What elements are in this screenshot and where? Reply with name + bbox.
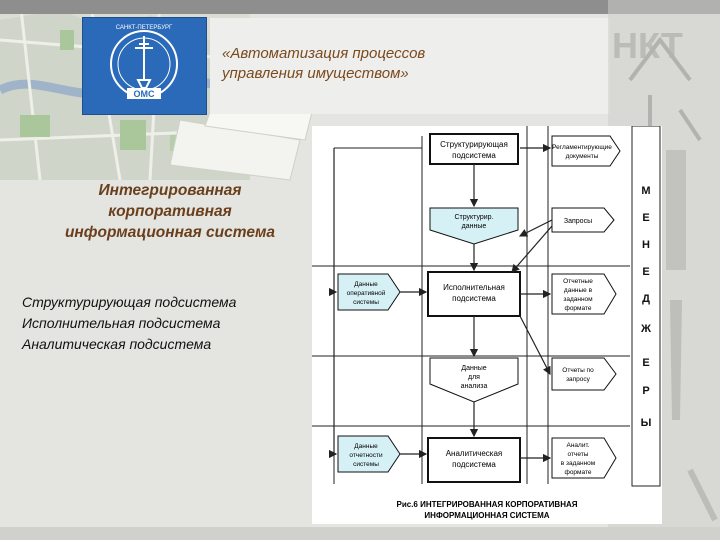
reporting-data-label: системы <box>353 461 379 468</box>
analytical-reports-label: формате <box>564 469 591 476</box>
data-for-analysis-shape <box>429 357 519 403</box>
analytical-label: подсистема <box>452 460 496 469</box>
reports-label: данные в <box>564 287 593 294</box>
structuring-label: Структурирующая <box>440 140 508 149</box>
executive-label: Исполнительная <box>443 283 505 292</box>
emblem-icon: ОМС САНКТ-ПЕТЕРБУРГ <box>110 25 178 99</box>
page-title: «Автоматизация процессов управления имущ… <box>222 44 522 84</box>
logo-brand-text: ОМС <box>134 89 155 99</box>
on-request-label: Отчеты по <box>562 367 594 374</box>
managers-letter: Р <box>642 385 649 397</box>
analytical-reports-label: в заданном <box>561 460 596 467</box>
system-heading-line3: информационная система <box>64 224 276 241</box>
operational-data-label: системы <box>353 299 379 306</box>
regulatory-docs-output <box>551 135 621 167</box>
reports-label: заданном <box>563 296 593 303</box>
requests-label: Запросы <box>564 218 592 225</box>
system-diagram: М Е Н Е Д Ж Е Р Ы Структурирующая подсис… <box>312 126 662 524</box>
structured-data-shape <box>429 207 519 245</box>
managers-column <box>631 126 661 487</box>
operational-data-label: оперативной <box>347 289 386 297</box>
structured-data-label: Структурир. <box>454 214 493 221</box>
reports-output <box>551 273 617 315</box>
data-for-analysis-label: анализа <box>461 383 488 390</box>
on-request-output <box>551 357 617 391</box>
diagram-arrows <box>328 143 553 463</box>
header-banner <box>210 18 610 114</box>
reporting-data-input <box>337 435 401 473</box>
logo: ОМС САНКТ-ПЕТЕРБУРГ <box>82 17 207 115</box>
structured-data-label: данные <box>462 223 487 230</box>
operational-data-input <box>337 273 401 311</box>
operational-data-label: Данные <box>354 281 378 288</box>
data-for-analysis-label: Данные <box>461 365 486 372</box>
managers-letter: Е <box>642 212 649 224</box>
managers-letter: Е <box>642 266 649 278</box>
reporting-data-label: Данные <box>354 443 378 450</box>
reports-label: Отчетные <box>563 278 593 285</box>
regulatory-docs-label: документы <box>566 153 599 160</box>
analytical-label: Аналитическая <box>446 449 503 458</box>
managers-letter: Н <box>642 239 650 251</box>
regulatory-docs-label: Регламентирующие <box>552 144 612 151</box>
structuring-subsystem-box <box>429 133 519 165</box>
executive-subsystem-box <box>427 271 521 317</box>
logo-ring-text: САНКТ-ПЕТЕРБУРГ <box>116 25 173 31</box>
data-for-analysis-label: для <box>468 374 480 381</box>
managers-letter: Ж <box>640 323 651 335</box>
managers-letter: Ы <box>641 417 652 429</box>
managers-letter: Д <box>642 293 650 305</box>
subsystem-item-analytical: Аналитическая подсистема <box>22 336 212 352</box>
diagram-caption: ИНФОРМАЦИОННАЯ СИСТЕМА <box>424 511 549 520</box>
executive-label: подсистема <box>452 294 496 303</box>
analytical-subsystem-box <box>427 437 521 483</box>
page-title-line2: управления имуществом» <box>222 65 409 82</box>
system-heading-line1: Интегрированная <box>98 182 242 199</box>
analytical-reports-output <box>551 437 617 479</box>
reports-label: формате <box>564 305 591 312</box>
subsystem-list: Структурирующая подсистема Исполнительна… <box>22 292 236 355</box>
on-request-label: запросу <box>566 376 591 383</box>
diagram-caption: Рис.6 ИНТЕГРИРОВАННАЯ КОРПОРАТИВНАЯ <box>396 500 577 509</box>
managers-letter: Е <box>642 357 649 369</box>
analytical-reports-label: Аналит. <box>566 442 589 449</box>
subsystem-item-executive: Исполнительная подсистема <box>22 315 221 331</box>
system-heading: Интегрированная корпоративная информацио… <box>30 180 310 243</box>
reporting-data-label: отчетности <box>349 452 383 459</box>
subsystem-item-structuring: Структурирующая подсистема <box>22 294 237 310</box>
system-heading-line2: корпоративная <box>108 203 232 220</box>
managers-letter: М <box>641 185 650 197</box>
analytical-reports-label: отчеты <box>568 451 589 458</box>
structuring-label: подсистема <box>452 151 496 160</box>
page-title-line1: «Автоматизация процессов <box>222 45 426 62</box>
requests-output <box>551 207 615 233</box>
